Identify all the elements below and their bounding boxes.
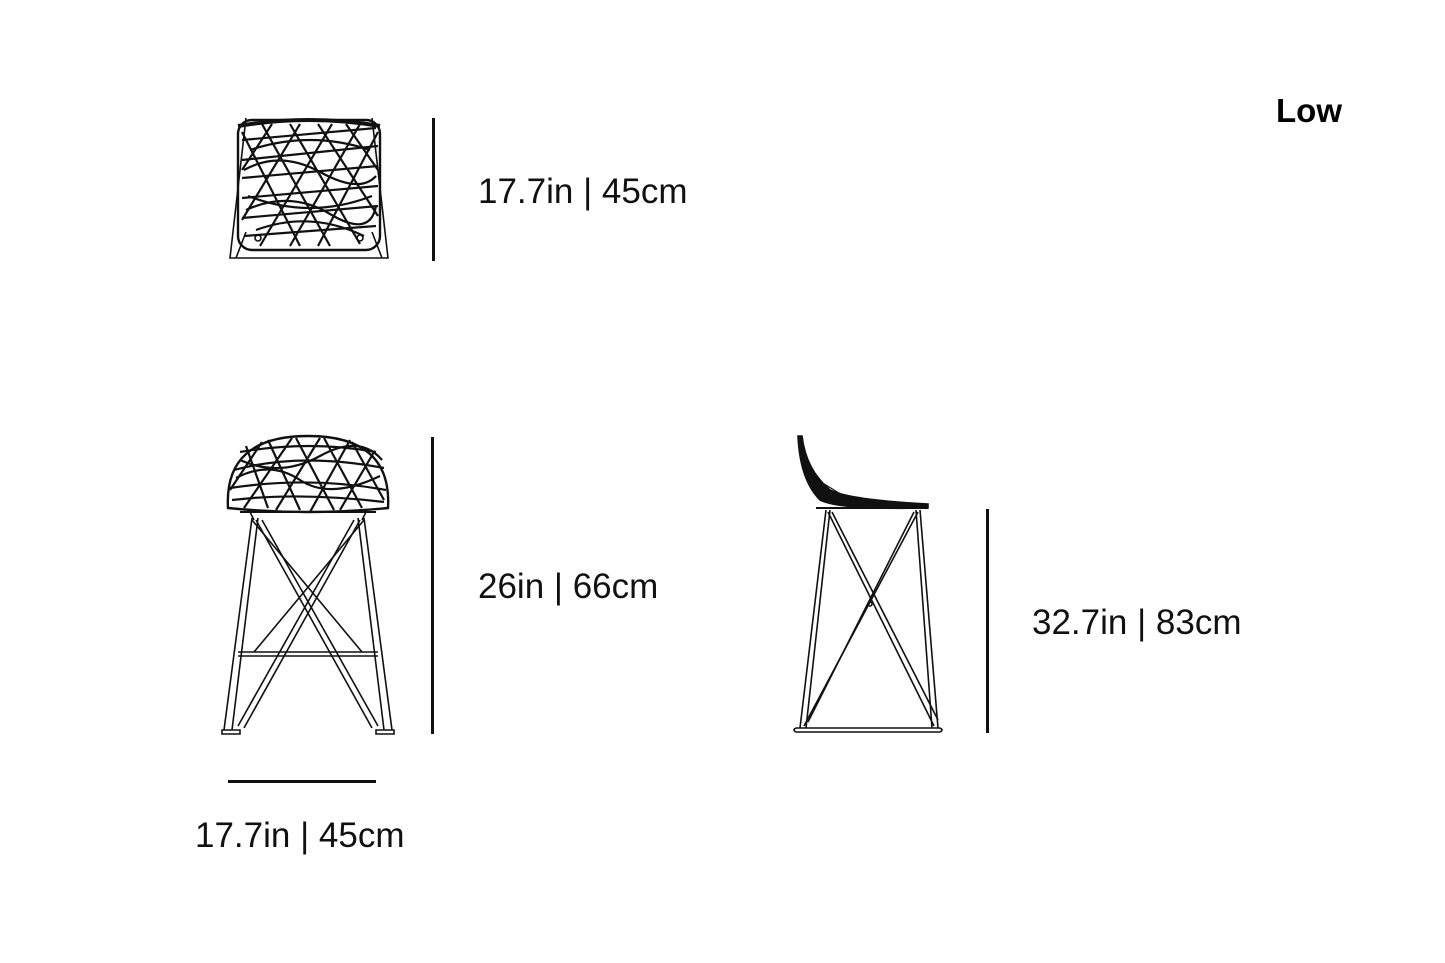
front-view-mesh [229,437,387,513]
front-view-height-dimension-line [431,437,434,734]
front-view-legs [221,517,395,735]
top-view-mesh [241,123,379,247]
side-view-seat [797,435,929,510]
side-view-legs [793,509,943,733]
side-view-height-label: 32.7in | 83cm [1032,603,1242,642]
size-title: Low [1276,92,1342,129]
top-view-depth-label: 17.7in | 45cm [478,172,688,211]
front-view-width-label: 17.7in | 45cm [195,816,405,855]
side-view-height-dimension-line [986,509,989,733]
front-view-height-label: 26in | 66cm [478,567,659,606]
front-view-width-dimension-line [228,780,376,783]
top-view-depth-dimension-line [432,118,435,261]
